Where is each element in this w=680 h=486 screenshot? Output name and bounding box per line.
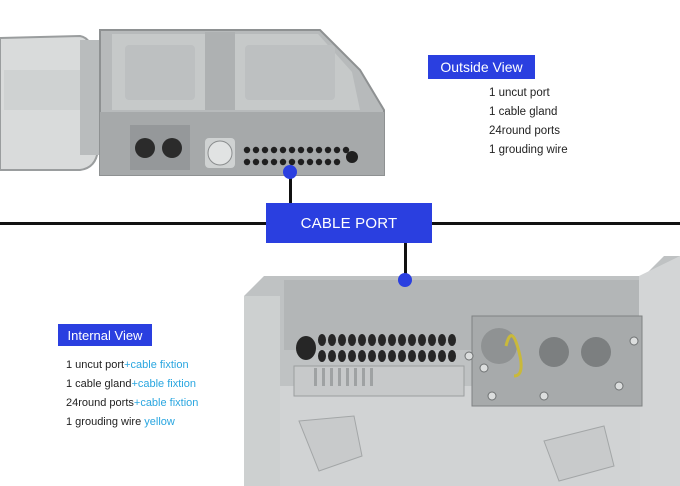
outside-view-photo [0, 29, 385, 176]
internal-item: 1 uncut port+cable fixtion [66, 356, 189, 374]
internal-view-photo [244, 256, 680, 486]
connector-line-top [289, 176, 292, 206]
cable-port-label: CABLE PORT [266, 203, 432, 243]
outside-view-title: Outside View [428, 55, 535, 79]
internal-item: 24round ports+cable fixtion [66, 394, 198, 412]
connector-dot-top [283, 165, 297, 179]
internal-item-base: 1 uncut port [66, 359, 125, 371]
outside-item: 1 grouding wire [489, 144, 568, 156]
internal-item: 1 cable gland+cable fixtion [66, 375, 196, 393]
outside-item: 1 uncut port [489, 87, 550, 99]
internal-item-extra: +cable fixtion [133, 397, 199, 409]
internal-item-base: 1 cable gland [66, 378, 132, 390]
internal-view-title: Internal View [58, 324, 152, 346]
connector-dot-bottom [398, 273, 412, 287]
internal-item-extra: +cable fixtion [124, 359, 189, 371]
internal-item: 1 grouding wire yellow [66, 413, 175, 431]
outside-item: 24round ports [489, 125, 560, 137]
internal-item-extra: yellow [144, 416, 175, 428]
internal-item-extra: +cable fixtion [131, 378, 196, 390]
connector-line-bottom [404, 242, 407, 278]
internal-item-base: 24round ports [66, 397, 134, 409]
internal-item-base: 1 grouding wire [66, 416, 145, 428]
outside-item: 1 cable gland [489, 106, 558, 118]
